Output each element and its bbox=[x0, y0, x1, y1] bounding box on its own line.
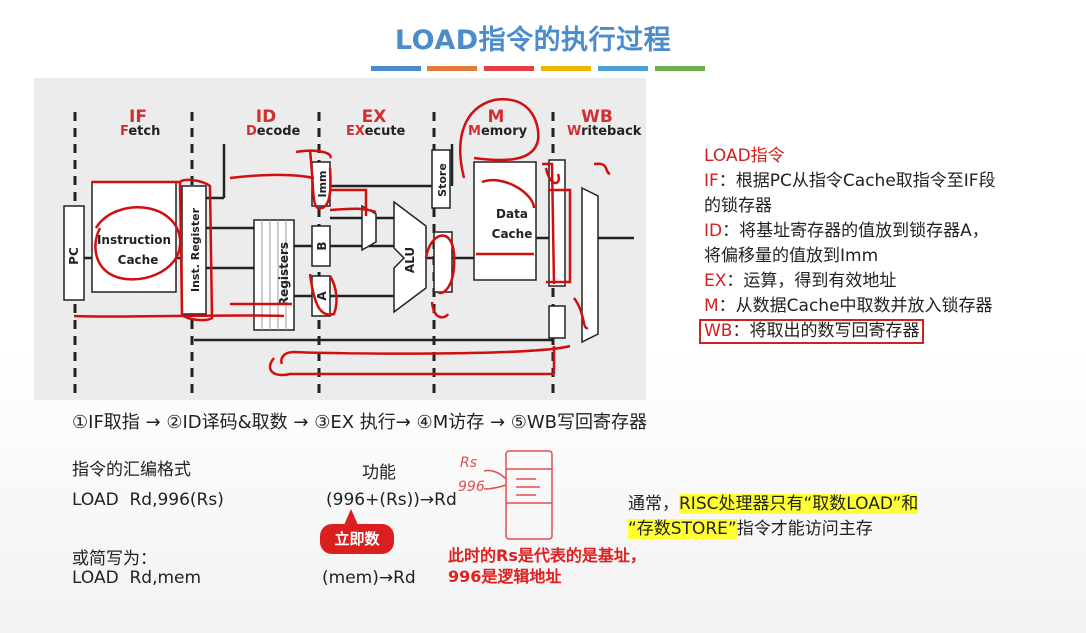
alu bbox=[393, 200, 427, 314]
b-label: B bbox=[315, 241, 329, 250]
store-latch bbox=[431, 149, 451, 209]
data-cache bbox=[473, 161, 537, 281]
accent-bar-1 bbox=[371, 66, 421, 71]
stage-wb-label: WB bbox=[581, 107, 613, 127]
accent-bar-4 bbox=[541, 66, 591, 71]
alu-label: ALU bbox=[403, 247, 417, 273]
asm-short-label: 或简写为： bbox=[72, 549, 157, 569]
red-annotations bbox=[73, 98, 611, 377]
asm-line1-instr: LOAD Rd,996(Rs) bbox=[72, 490, 224, 510]
load-heading: LOAD指令 bbox=[704, 146, 785, 166]
stage-ex-label: EX bbox=[362, 107, 387, 127]
inst-register bbox=[181, 185, 207, 315]
imm-label: Imm bbox=[316, 170, 329, 197]
risc-note: 通常，RISC处理器只有“取数LOAD”和 “存数STORE”指令才能访问主存 bbox=[628, 492, 919, 542]
if-line: IF：根据PC从指令Cache取指令至IF段 bbox=[704, 171, 996, 191]
stage-m-full: Memory bbox=[468, 124, 528, 139]
badge-pointer bbox=[344, 509, 358, 525]
base-address-note: 此时的Rs是代表的是基址， 996是逻辑地址 bbox=[448, 545, 646, 587]
stage-ex-full: EXecute bbox=[346, 124, 406, 139]
pc-latch bbox=[63, 205, 85, 301]
icache-label-1: Instruction bbox=[97, 233, 171, 247]
pipeline-diagram: IF Fetch ID Decode EX EXecute M Memory W… bbox=[34, 78, 646, 400]
store-label: Store bbox=[436, 163, 449, 197]
a-label: A bbox=[315, 291, 329, 301]
pc-label: PC bbox=[67, 247, 81, 265]
id-line-2: 将偏移量的值放到Imm bbox=[704, 246, 879, 266]
accent-bar-2 bbox=[427, 66, 477, 71]
asm-format-label: 指令的汇编格式 bbox=[72, 460, 191, 480]
id-line: ID：将基址寄存器的值放到锁存器A， bbox=[704, 221, 989, 241]
stage-m-label: M bbox=[488, 107, 505, 127]
pipeline-steps: ①IF取指 → ②ID译码&取数 → ③EX 执行→ ④M访存 → ⑤WB写回寄… bbox=[72, 412, 648, 433]
immediate-badge: 立即数 bbox=[320, 524, 394, 554]
mwb-latch-2 bbox=[548, 305, 566, 339]
ireg-label: Inst. Register bbox=[189, 207, 202, 292]
risc-line-2: “存数STORE”指令才能访问主存 bbox=[628, 519, 873, 539]
registers-file bbox=[253, 219, 295, 331]
asm-line2-func: (mem)→Rd bbox=[322, 568, 416, 588]
stage-id-full: Decode bbox=[246, 124, 301, 139]
dcache-label-1: Data bbox=[496, 207, 528, 221]
asm-function-label: 功能 bbox=[362, 463, 396, 483]
note-line-2: 996是逻辑地址 bbox=[448, 567, 562, 586]
b-latch bbox=[311, 225, 331, 267]
risc-line-1: 通常，RISC处理器只有“取数LOAD”和 bbox=[628, 494, 919, 514]
wb-line: WB：将取出的数写回寄存器 bbox=[699, 319, 1074, 344]
stage-id-label: ID bbox=[256, 107, 276, 127]
registers-label: Registers bbox=[277, 242, 291, 306]
stage-wb-full: Writeback bbox=[567, 124, 642, 139]
stage-if-full: Fetch bbox=[120, 124, 160, 139]
asm-line2-instr: LOAD Rd,mem bbox=[72, 568, 202, 588]
page-title: LOAD指令的执行过程 bbox=[394, 25, 672, 56]
accent-bar-6 bbox=[655, 66, 705, 71]
wb-mux bbox=[581, 186, 599, 344]
if-line-2: 的锁存器 bbox=[704, 196, 772, 216]
accent-bar-3 bbox=[484, 66, 534, 71]
load-explanation: LOAD指令 IF：根据PC从指令Cache取指令至IF段 的锁存器 ID：将基… bbox=[699, 144, 1074, 344]
memory-sketch: Rs 996 bbox=[458, 450, 553, 540]
asm-line1-func: (996+(Rs))→Rd bbox=[326, 490, 457, 510]
note-line-1: 此时的Rs是代表的是基址， bbox=[448, 546, 646, 565]
stage-if-label: IF bbox=[129, 107, 147, 127]
m-line: M：从数据Cache中取数并放入锁存器 bbox=[704, 296, 993, 316]
instruction-cache bbox=[91, 181, 177, 293]
dcache-label-2: Cache bbox=[492, 227, 533, 241]
accent-bar-5 bbox=[598, 66, 648, 71]
icache-label-2: Cache bbox=[118, 253, 159, 267]
sketch-rs: Rs bbox=[460, 455, 477, 471]
sketch-996: 996 bbox=[458, 479, 485, 495]
ex-line: EX：运算，得到有效地址 bbox=[704, 271, 897, 291]
